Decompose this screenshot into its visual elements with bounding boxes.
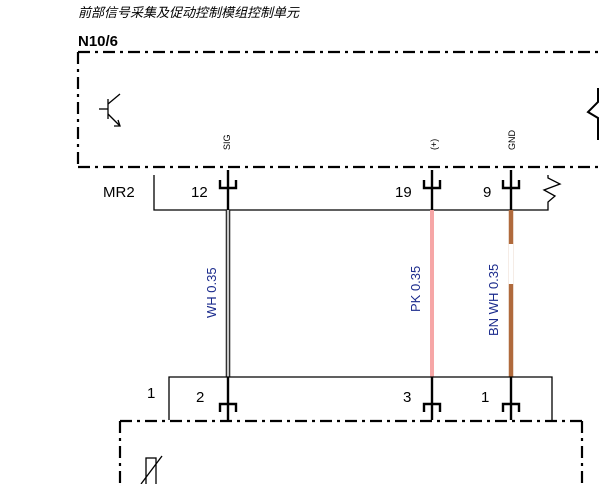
bottom-pin-number-3: 3: [403, 389, 411, 406]
bottom-pin-terminal-2: [218, 377, 238, 420]
bottom-pin-terminal-3: [422, 377, 442, 420]
bottom-connector-housing: [168, 376, 553, 420]
pin-signal-gnd: GND: [507, 130, 517, 151]
pin-signal-plus: (+): [429, 139, 439, 150]
sensor-resistor-icon: [140, 455, 163, 484]
wire-label-pk: PK 0.35: [408, 266, 423, 312]
module-title: 前部信号采集及促动控制模组控制单元: [78, 6, 300, 21]
bottom-pin-terminal-1: [501, 377, 521, 420]
transistor-icon: [99, 93, 121, 127]
wire-label-bn-wh: BN WH 0.35: [486, 264, 501, 336]
pin-signal-sig: SIG: [222, 134, 232, 150]
wire-label-wh: WH 0.35: [204, 267, 219, 318]
bottom-pin-number-2: 2: [196, 389, 204, 406]
top-pin-terminal-9: [501, 170, 521, 210]
bottom-pin-number-1: 1: [481, 389, 489, 406]
top-pin-terminal-19: [422, 170, 442, 210]
top-pin-number-19: 19: [395, 184, 412, 201]
top-pin-terminal-12: [218, 170, 238, 210]
boundary-break-mark: [586, 88, 599, 140]
sensor-boundary: [118, 419, 584, 484]
module-code: N10/6: [78, 33, 118, 50]
control-unit-boundary: [76, 50, 598, 169]
top-pin-number-12: 12: [191, 184, 208, 201]
bottom-connector-name: 1: [147, 385, 155, 402]
top-pin-number-9: 9: [483, 184, 491, 201]
top-connector-name: MR2: [103, 184, 135, 201]
top-connector-housing: [153, 175, 562, 211]
